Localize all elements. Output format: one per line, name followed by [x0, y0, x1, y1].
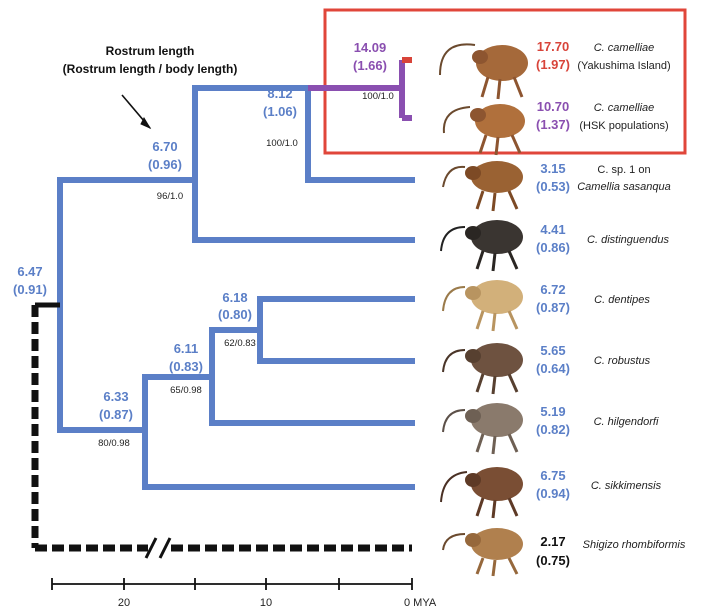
tip-yakushima-value: 17.70: [537, 39, 570, 54]
node-n4-support: 80/0.98: [98, 438, 130, 449]
time-axis-label-0: 0 MYA: [404, 597, 437, 609]
tip-sikkimensis-value: 6.75: [540, 468, 565, 483]
weevil-image-distinguendus: [441, 220, 523, 271]
node-n5-support: 65/0.98: [170, 385, 202, 396]
tip-sikkimensis-name: C. sikkimensis: [591, 480, 662, 492]
tip-shigizo-ratio: (0.75): [536, 553, 570, 568]
weevil-image-hsk: [444, 104, 525, 155]
tip-hilgendorfi-ratio: (0.82): [536, 422, 570, 437]
node-n5-ratio: (0.83): [169, 359, 203, 374]
node-n5-value: 6.11: [174, 341, 199, 356]
node-n2-support: 100/1.0: [266, 138, 298, 149]
time-axis-label-10: 10: [260, 597, 272, 609]
node-n3-support: 100/1.0: [362, 91, 394, 102]
weevil-image-hilgendorfi: [443, 403, 523, 454]
node-n1-support: 96/1.0: [157, 191, 183, 202]
tip-sp1-name: C. sp. 1 on: [597, 164, 650, 176]
tip-robustus-value: 5.65: [540, 343, 565, 358]
tip-sp1-ratio: (0.53): [536, 179, 570, 194]
node-n6-value: 6.18: [222, 290, 247, 305]
node-n2-ratio: (1.06): [263, 104, 297, 119]
tip-yakushima-ratio: (1.97): [536, 57, 570, 72]
tip-yakushima-name: C. camelliae: [594, 42, 655, 54]
node-n6-support: 62/0.83: [224, 338, 256, 349]
weevil-image-yakushima: [440, 44, 528, 99]
node-n3-ratio: (1.66): [353, 58, 387, 73]
weevil-image-dentipes: [443, 280, 523, 331]
tip-sp1-detail: Camellia sasanqua: [577, 181, 671, 193]
node-n1-value: 6.70: [152, 139, 177, 154]
tip-yakushima-detail: (Yakushima Island): [577, 60, 670, 72]
tip-distinguendus-name: C. distinguendus: [587, 234, 669, 246]
time-axis: [52, 578, 412, 590]
node-root-value: 6.47: [17, 264, 42, 279]
node-n3-value: 14.09: [354, 40, 387, 55]
tip-shigizo-value: 2.17: [540, 534, 565, 549]
weevil-images: [440, 44, 528, 576]
tree-branches: [60, 88, 412, 487]
annotation-line2: (Rostrum length / body length): [63, 62, 238, 76]
tip-hilgendorfi-name: C. hilgendorfi: [594, 416, 659, 428]
time-axis-label-20: 20: [118, 597, 130, 609]
node-n6-ratio: (0.80): [218, 307, 252, 322]
weevil-image-sikkimensis: [441, 467, 523, 518]
weevil-image-robustus: [443, 343, 523, 394]
weevil-image-shigizo: [443, 528, 523, 576]
tip-hsk-name: C. camelliae: [594, 102, 655, 114]
tip-robustus-name: C. robustus: [594, 355, 651, 367]
tip-hsk-ratio: (1.37): [536, 117, 570, 132]
tip-robustus-ratio: (0.64): [536, 361, 570, 376]
node-n2-value: 8.12: [267, 86, 292, 101]
node-root-ratio: (0.91): [13, 282, 47, 297]
tip-dentipes-name: C. dentipes: [594, 294, 650, 306]
tip-sp1-value: 3.15: [540, 161, 565, 176]
node-n4-ratio: (0.87): [99, 407, 133, 422]
tip-dentipes-value: 6.72: [540, 282, 565, 297]
tip-hilgendorfi-value: 5.19: [540, 404, 565, 419]
tip-hsk-detail: (HSK populations): [579, 120, 668, 132]
tip-distinguendus-ratio: (0.86): [536, 240, 570, 255]
node-n4-value: 6.33: [103, 389, 128, 404]
tip-dentipes-ratio: (0.87): [536, 300, 570, 315]
tip-distinguendus-value: 4.41: [540, 222, 565, 237]
tip-hsk-value: 10.70: [537, 99, 570, 114]
tip-sikkimensis-ratio: (0.94): [536, 486, 570, 501]
node-n1-ratio: (0.96): [148, 157, 182, 172]
tip-shigizo-name: Shigizo rhombiformis: [583, 539, 686, 551]
annotation-line1: Rostrum length: [106, 44, 195, 58]
weevil-image-sp1: [443, 161, 523, 211]
